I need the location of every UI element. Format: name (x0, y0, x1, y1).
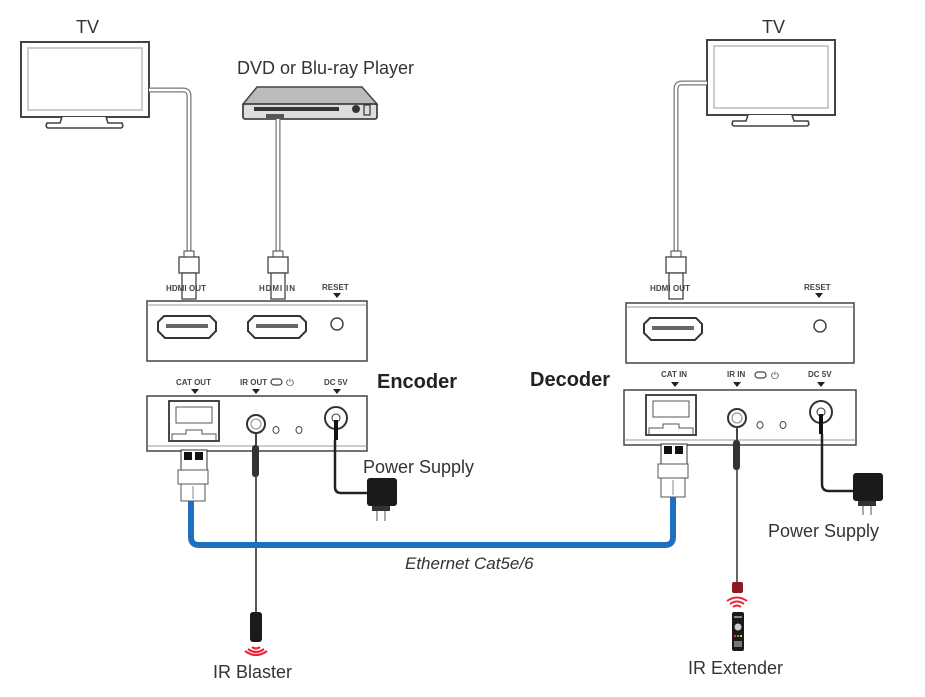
ethernet-cable (188, 497, 676, 548)
ethernet-cable-label: Ethernet Cat5e/6 (405, 554, 534, 573)
ir-extender-label: IR Extender (688, 658, 783, 678)
decoder-ir-in-label: IR IN (727, 370, 745, 379)
hdmi-plug-icon (665, 250, 687, 300)
right-tv-label: TV (762, 17, 785, 37)
decoder-cat-in-label: CAT IN (661, 370, 687, 379)
encoder-dc-label: DC 5V (324, 378, 348, 387)
ir-blaster-label: IR Blaster (213, 662, 292, 682)
reset-button-icon (330, 317, 344, 331)
encoder-front-panel: HDMI OUT HDMI IN RESET (146, 250, 368, 362)
power-icon: ⏻ (286, 378, 294, 389)
rj45-plug-icon (177, 449, 209, 502)
encoder-reset-label: RESET (322, 283, 349, 292)
decoder-hdmi-out-label: HDMI OUT (650, 284, 690, 293)
power-adapter-icon (853, 473, 883, 515)
encoder-ir-out-label: IR OUT (240, 378, 267, 387)
decoder-rear-panel: Decoder CAT IN IR IN ⏻ DC 5V (530, 369, 857, 446)
ir-signal-icon (726, 596, 748, 608)
left-tv: TV (20, 17, 150, 129)
decoder-front-panel: HDMI OUT RESET (625, 250, 855, 364)
hdmi-plug-icon (178, 250, 200, 300)
encoder-title: Encoder (377, 371, 457, 393)
decoder-dc-label: DC 5V (808, 370, 832, 379)
hdmi-plug-icon (267, 250, 289, 300)
decoder-power-supply-label: Power Supply (768, 521, 879, 541)
encoder-power-supply-label: Power Supply (363, 457, 474, 477)
encoder-hdmi-in-label: HDMI IN (259, 284, 295, 293)
right-tv: TV (706, 17, 836, 127)
led-icon (295, 426, 303, 434)
rj45-plug-icon (657, 443, 689, 498)
led-icon (779, 421, 787, 429)
ir-blaster-plug-icon (252, 445, 259, 477)
encoder-hdmi-out-label: HDMI OUT (166, 284, 206, 293)
led-icon (756, 421, 764, 429)
ir-extender-plug-icon (733, 440, 740, 470)
dvd-player: DVD or Blu-ray Player (237, 58, 414, 120)
link-icon (754, 371, 767, 379)
led-icon (272, 426, 280, 434)
dvd-player-label: DVD or Blu-ray Player (237, 58, 414, 78)
encoder-cat-out-label: CAT OUT (176, 378, 211, 387)
left-tv-label: TV (76, 17, 99, 37)
ir-receiver-icon (732, 582, 743, 593)
remote-control-icon (732, 612, 744, 651)
power-icon: ⏻ (771, 371, 779, 382)
link-icon (270, 378, 283, 386)
ir-blaster-icon (250, 612, 262, 642)
power-adapter-icon (367, 478, 397, 521)
decoder-title: Decoder (530, 369, 610, 391)
decoder-reset-label: RESET (804, 283, 831, 292)
ir-signal-icon (244, 646, 268, 657)
reset-button-icon (813, 319, 827, 333)
encoder-rear-panel: Encoder CAT OUT IR OUT ⏻ DC 5V (146, 371, 457, 452)
